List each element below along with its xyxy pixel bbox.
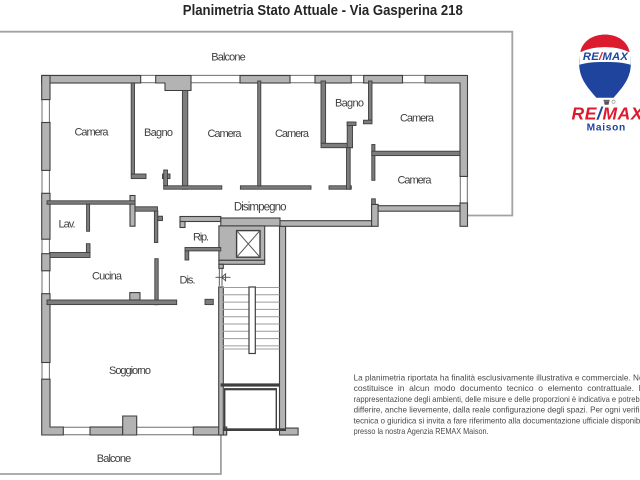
- svg-text:Camera: Camera: [400, 112, 435, 124]
- svg-text:tecnica o giuridica si invita: tecnica o giuridica si invita a fare rif…: [354, 415, 640, 425]
- svg-text:Balcone: Balcone: [211, 52, 246, 64]
- svg-text:Balcone: Balcone: [97, 453, 132, 465]
- svg-text:RE/MAX: RE/MAX: [583, 51, 629, 63]
- svg-text:presso la nostra Agenzia REMAX: presso la nostra Agenzia REMAX Maison.: [354, 426, 489, 436]
- svg-text:Bagno: Bagno: [144, 127, 173, 139]
- svg-text:rappresentazione degli ambient: rappresentazione degli ambienti, delle m…: [354, 394, 640, 404]
- svg-text:Camera: Camera: [398, 175, 433, 187]
- svg-text:Dis.: Dis.: [180, 275, 196, 287]
- svg-text:differire, anche lievemente, d: differire, anche lievemente, dalla reale…: [354, 405, 640, 415]
- svg-text:La planimetria riportata ha fi: La planimetria riportata ha finalità esc…: [354, 373, 640, 383]
- svg-text:Camera: Camera: [275, 128, 310, 140]
- svg-text:Camera: Camera: [208, 128, 243, 140]
- svg-text:costituisce in alcun modo docu: costituisce in alcun modo documento tecn…: [354, 383, 640, 393]
- svg-text:RE/MAX: RE/MAX: [572, 103, 640, 123]
- svg-text:Cucina: Cucina: [92, 271, 123, 283]
- svg-text:Soggiorno: Soggiorno: [109, 365, 151, 377]
- svg-text:Lav.: Lav.: [59, 219, 76, 231]
- svg-text:Bagno: Bagno: [335, 97, 364, 109]
- svg-text:Maison: Maison: [587, 123, 626, 134]
- svg-text:Disimpegno: Disimpegno: [234, 202, 287, 214]
- svg-text:Camera: Camera: [75, 127, 110, 139]
- svg-text:Rip.: Rip.: [193, 231, 209, 243]
- svg-text:Planimetria Stato Attuale - Vi: Planimetria Stato Attuale - Via Gasperin…: [183, 3, 463, 19]
